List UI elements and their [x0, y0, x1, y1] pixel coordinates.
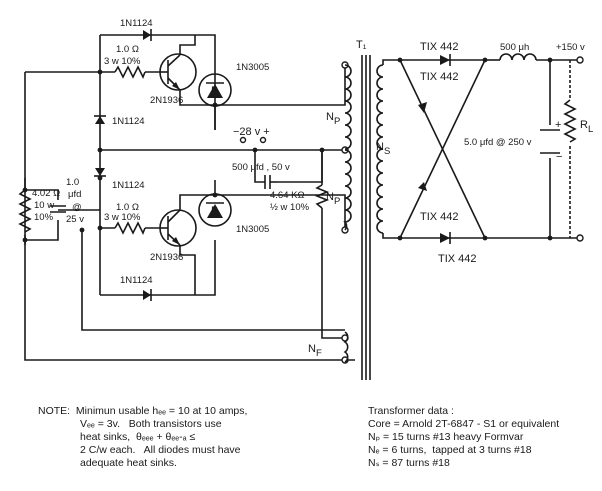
label-np-lower: N — [326, 191, 334, 203]
label-supply: −28 v + — [233, 126, 270, 138]
label-r-upper-a: 1.0 Ω — [116, 44, 139, 55]
resistors — [18, 65, 577, 241]
label-r-bias-a: 4.64 KΩ — [270, 190, 305, 201]
label-tix-top: TIX 442 — [420, 41, 459, 53]
label-tix-bottom: TIX 442 — [438, 253, 477, 265]
label-b-upper: B — [211, 85, 218, 97]
label-ns: N — [376, 141, 384, 153]
labels: 1N1124 1.0 Ω 3 w 10% 2N1936 1N3005 B 1N1… — [32, 18, 593, 359]
label-r-lower-a: 1.0 Ω — [116, 202, 139, 213]
transformer-core: Core = Arnold 2T-6847 - S1 or equivalent — [368, 418, 560, 430]
label-d-mid-upper: 1N1124 — [112, 116, 145, 127]
label-out-v: +150 v — [556, 42, 585, 53]
note-line-4: 2 C/w each. All diodes must have — [80, 444, 241, 456]
transistor-upper — [159, 53, 197, 91]
note-line-1: NOTE: Minimun usable hₑₑ = 10 at 10 amps… — [38, 405, 248, 417]
label-c-left-a: 1.0 — [66, 177, 79, 188]
label-tix-upper-diag: TIX 442 — [420, 71, 459, 83]
label-choke: 500 μh — [500, 42, 529, 53]
label-np-upper-sub: P — [334, 116, 340, 127]
label-cap-out: 5.0 μfd @ 250 v — [464, 137, 532, 148]
left-wiring — [24, 34, 355, 361]
label-r-bias-b: ½ w 10% — [270, 202, 310, 213]
label-cap-plus: + — [555, 119, 561, 131]
label-d-bottom: 1N1124 — [120, 275, 153, 286]
label-tix-lower-diag: TIX 442 — [420, 211, 459, 223]
label-ns-sub: S — [384, 146, 390, 157]
label-d-mid-lower: 1N1124 — [112, 180, 145, 191]
label-t1: T₁ — [356, 39, 367, 51]
label-r-lower-b: 3 w 10% — [104, 212, 141, 223]
note-line-3: heat sinks, θₑₑₑ + θₑₑ-ₐ ≤ — [80, 431, 196, 443]
zener-diodes — [198, 73, 232, 227]
notes-block: NOTE: Minimun usable hₑₑ = 10 at 10 amps… — [38, 405, 247, 470]
label-nf-sub: F — [316, 348, 322, 359]
diodes — [94, 29, 152, 301]
transformer-ns: Nₛ = 87 turns #18 — [368, 457, 450, 469]
note-line-2: Vₑₑ = 3v. Both transistors use — [80, 418, 222, 430]
label-b-lower: B — [211, 205, 218, 217]
capacitors — [264, 175, 277, 189]
label-cap-minus: − — [556, 151, 562, 163]
transformer-data-block: Transformer data : Core = Arnold 2T-6847… — [368, 405, 559, 470]
label-c-left-d: 25 v — [66, 214, 84, 225]
label-r-left-b: 10 w — [34, 200, 54, 211]
label-nf: N — [308, 343, 316, 355]
label-q-lower: 2N1936 — [150, 252, 183, 263]
label-cap-supply: 500 μfd , 50 v — [232, 162, 290, 173]
label-r-left-a: 4.02 Ω — [32, 188, 60, 199]
output-filter — [485, 53, 584, 242]
label-r-upper-b: 3 w 10% — [104, 56, 141, 67]
transformer-nf: Nₑ = 6 turns, tapped at 3 turns #18 — [368, 444, 532, 456]
label-np-lower-sub: P — [334, 196, 340, 207]
label-q-upper: 2N1936 — [150, 95, 183, 106]
transistor-lower — [159, 209, 197, 247]
label-z-lower: 1N3005 — [236, 224, 269, 235]
transformer-np: Nₚ = 15 turns #13 heavy Formvar — [368, 431, 524, 443]
transformer-heading: Transformer data : — [368, 405, 454, 417]
note-line-5: adequate heat sinks. — [80, 457, 177, 469]
label-np-upper: N — [326, 111, 334, 123]
label-r-left-c: 10% — [34, 212, 54, 223]
label-rl: R — [580, 119, 588, 131]
label-d-top: 1N1124 — [120, 18, 153, 29]
label-rl-sub: L — [588, 124, 593, 135]
transformer — [343, 55, 400, 380]
label-c-left-b: μfd — [68, 189, 81, 200]
label-z-upper: 1N3005 — [236, 62, 269, 73]
label-c-left-c: @ — [72, 202, 82, 213]
